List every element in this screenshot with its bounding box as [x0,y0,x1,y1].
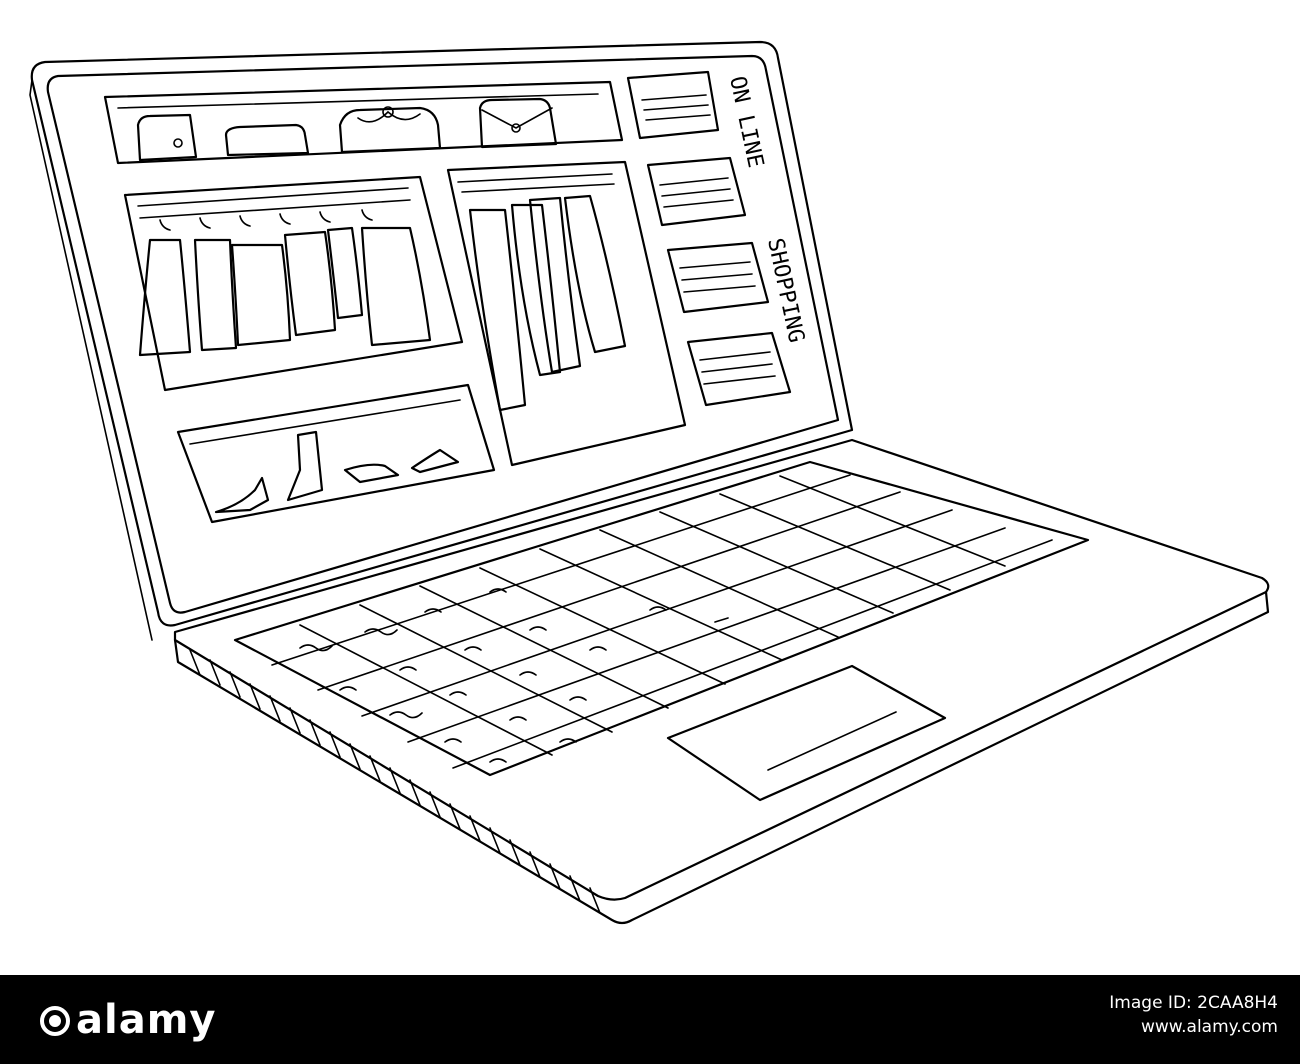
laptop-illustration: ON LINE SHOPPING [29,40,1270,925]
folded-clothes-icon [646,156,747,227]
folded-clothes-icon [666,241,770,314]
image-id-block: Image ID: 2CAA8H4 www.alamy.com [1109,991,1278,1039]
dress-icon [138,226,432,357]
folded-clothes-icon [686,331,792,407]
alamy-logo: alamy [40,997,216,1043]
hanger-icon [159,209,373,231]
site-url: www.alamy.com [1140,1017,1278,1037]
image-id-text: Image ID: 2CAA8H4 [1109,993,1278,1013]
folded-clothes-column [626,70,792,407]
wardrobe-center [446,160,687,467]
trackpad [666,664,947,802]
alamy-logo-icon [40,1006,70,1036]
laptop-base [173,438,1270,925]
boot-icon [286,430,324,502]
handbag-icon [224,123,310,157]
laptop-lid [29,40,854,641]
folded-clothes-icon [626,70,720,140]
logo-text: alamy [76,997,217,1043]
headline-online: ON LINE [724,74,768,170]
shoe-icon [410,448,460,474]
shoe-shelf [176,383,496,524]
shoe-icon [343,463,400,484]
stock-footer: alamy Image ID: 2CAA8H4 www.alamy.com [0,975,1300,1064]
keyboard [233,460,1090,777]
handbag-icon [478,97,558,149]
dress-icon [468,194,627,412]
shoe-icon [214,476,270,514]
headline-shopping: SHOPPING [762,236,808,345]
handbag-icon [136,113,198,162]
clothes-rack-left [123,175,464,392]
handbag-icon [338,106,442,154]
handbag-shelf [103,80,624,165]
